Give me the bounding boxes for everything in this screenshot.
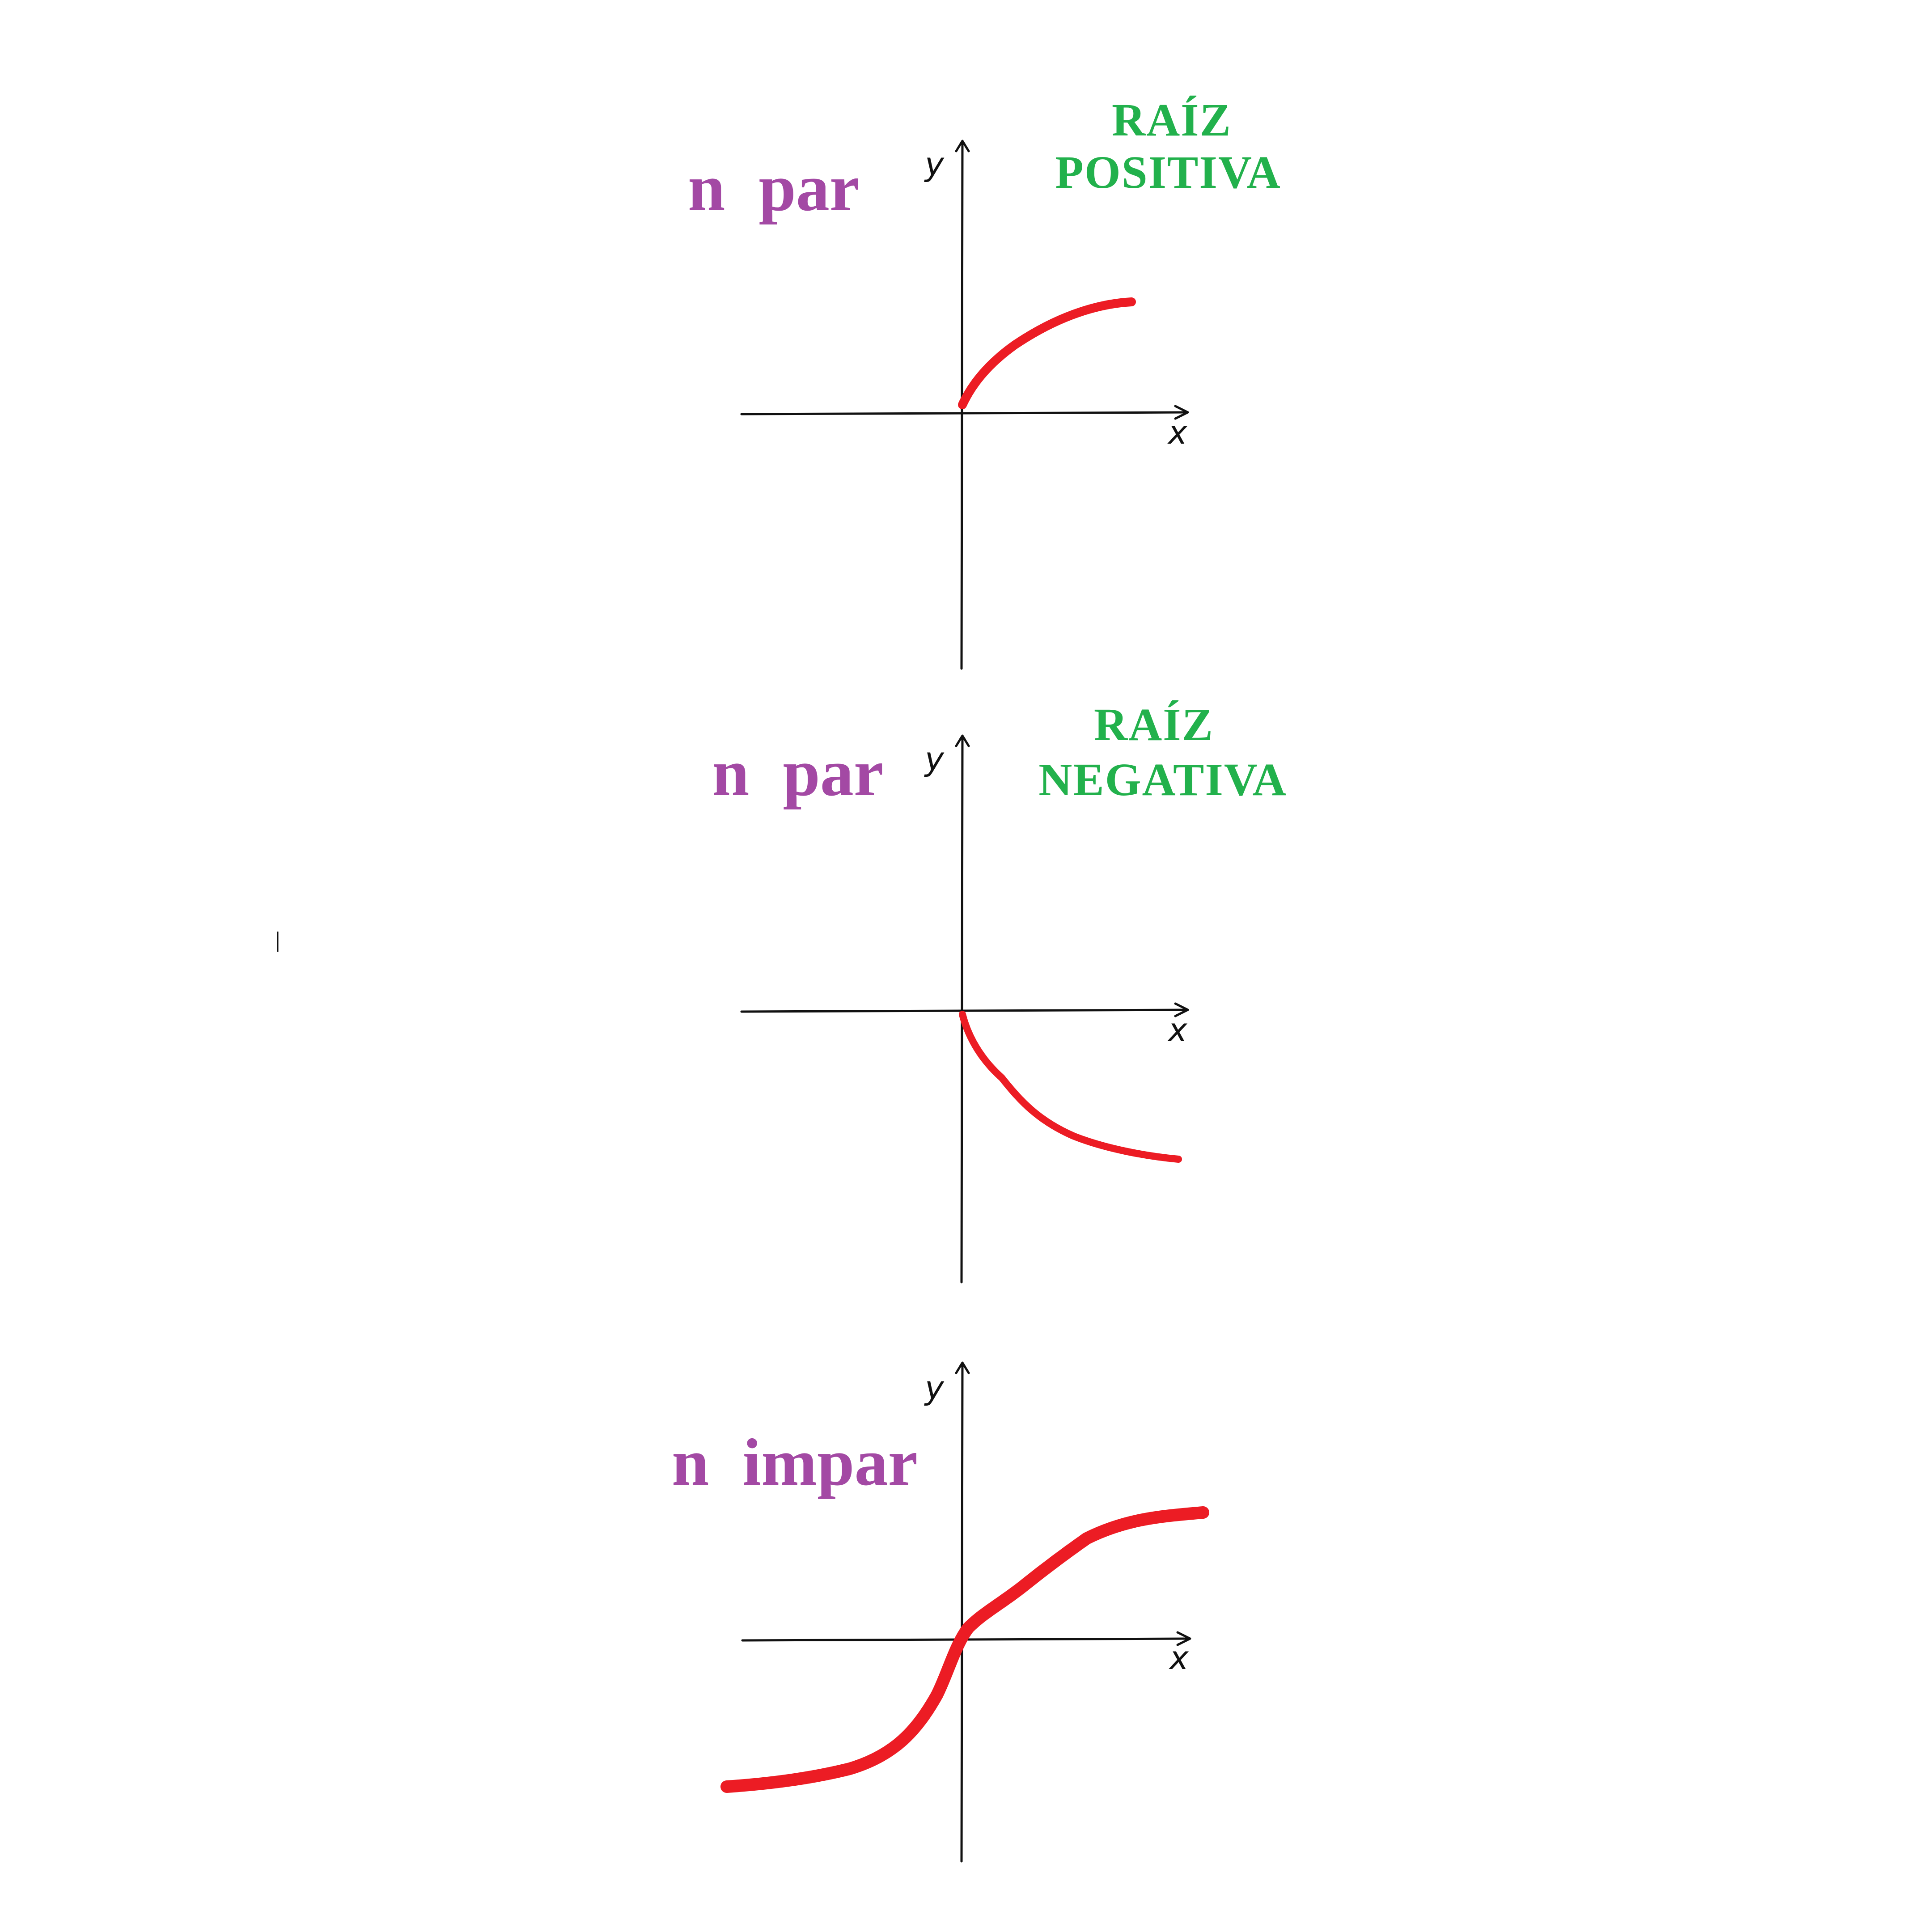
x-axis-label: x [1167, 414, 1188, 451]
negative-root-curve [959, 1011, 1182, 1163]
x-axis-arrow [1174, 1002, 1189, 1017]
x-axis-label: x [1167, 1011, 1188, 1049]
y-axis-arrow [955, 140, 970, 153]
odd-root-curve [720, 1506, 1209, 1793]
root-label-line2: POSITIVA [1055, 147, 1281, 198]
panel-even-negative-root: x y n par RAÍZ NEGATIVA [712, 699, 1287, 1284]
parity-label: n par [688, 151, 859, 225]
positive-root-curve [958, 297, 1136, 409]
panel-odd-root: x y n impar [672, 1361, 1209, 1863]
panel-even-positive-root: x y n par RAÍZ POSITIVA [688, 94, 1281, 670]
x-axis-arrow [1174, 405, 1189, 420]
x-axis-label: x [1169, 1639, 1189, 1677]
root-label-line1: RAÍZ [1112, 94, 1232, 146]
parity-label: n impar [672, 1425, 918, 1500]
x-axis [740, 411, 1186, 415]
y-axis-label: y [924, 740, 945, 778]
root-label-line2: NEGATIVA [1038, 754, 1287, 805]
parity-label: n par [712, 736, 883, 810]
root-label-line1: RAÍZ [1094, 699, 1214, 750]
x-axis [740, 1008, 1186, 1013]
x-axis-arrow [1176, 1631, 1191, 1646]
y-axis-arrow [955, 734, 970, 747]
y-axis-label: y [924, 1369, 945, 1407]
y-axis-label: y [924, 145, 945, 183]
y-axis-arrow [955, 1361, 970, 1374]
